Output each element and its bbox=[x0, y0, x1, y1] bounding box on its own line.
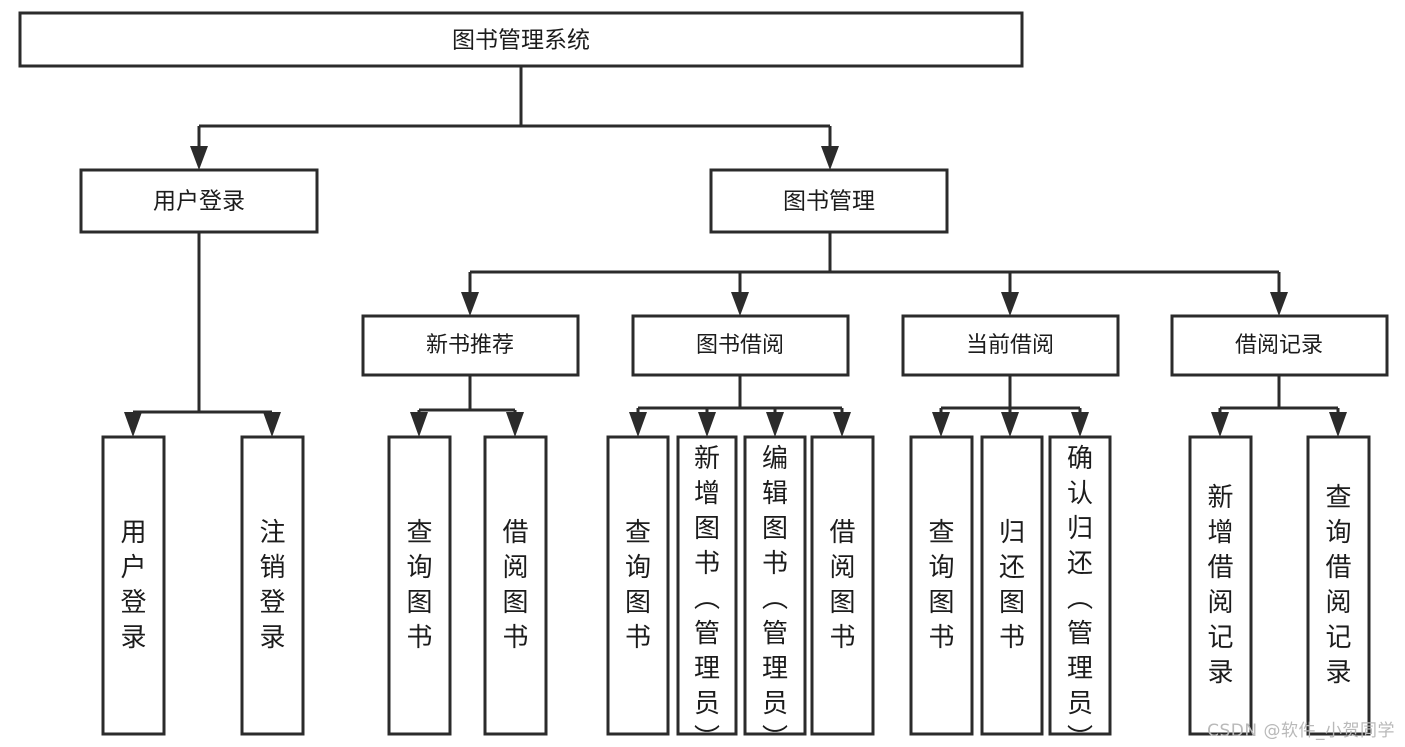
leaf-layer: 用户登录 注销登录 查询图书 借阅图书 查询图书 新增图书︵管理员︶ 编辑图书︵管理员︶ 借阅… bbox=[101, 435, 1371, 747]
leaf-query-book-2-box[interactable] bbox=[606, 435, 670, 736]
leaf-borrow-book-1-box[interactable] bbox=[483, 435, 548, 736]
arrowhead-leaf-add-book bbox=[698, 412, 716, 437]
arrowhead-book-borrow bbox=[731, 292, 749, 316]
leaf-query-book-3-box[interactable] bbox=[909, 435, 974, 736]
leaf-query-book-2-label: 查询图书 bbox=[625, 518, 651, 653]
node-book-manage[interactable]: 图书管理 bbox=[709, 168, 949, 234]
leaf-add-book-box[interactable] bbox=[676, 435, 738, 736]
leaf-confirm-return-box[interactable] bbox=[1048, 435, 1112, 736]
leaf-query-book-1-box[interactable] bbox=[387, 435, 452, 736]
leaf-user-login-label: 用户登录 bbox=[120, 518, 146, 653]
arrowhead-leaf-query-book-3 bbox=[932, 412, 950, 437]
arrowhead-leaf-user-login bbox=[124, 412, 142, 437]
arrowhead-current-borrow bbox=[1001, 292, 1019, 316]
new-book-recommend-box[interactable] bbox=[361, 314, 580, 377]
node-new-book-recommend[interactable]: 新书推荐 bbox=[361, 314, 580, 377]
arrowhead-leaf-query-book-1 bbox=[410, 412, 428, 437]
node-leaf-query-book-3[interactable]: 查询图书 bbox=[909, 435, 974, 736]
node-leaf-add-book[interactable]: 新增图书︵管理员︶ bbox=[676, 435, 738, 747]
leaf-add-record-box[interactable] bbox=[1188, 435, 1253, 736]
node-leaf-return-book[interactable]: 归还图书 bbox=[980, 435, 1044, 736]
arrowhead-new-book-recommend bbox=[461, 292, 479, 316]
arrowhead-leaf-borrow-book-2 bbox=[833, 412, 851, 437]
current-borrow-box[interactable] bbox=[901, 314, 1120, 377]
node-leaf-edit-book[interactable]: 编辑图书︵管理员︶ bbox=[743, 435, 807, 747]
borrow-record-box[interactable] bbox=[1170, 314, 1389, 377]
leaf-return-book-box[interactable] bbox=[980, 435, 1044, 736]
node-leaf-query-book-2[interactable]: 查询图书 bbox=[606, 435, 670, 736]
leaf-user-login-box[interactable] bbox=[101, 435, 166, 736]
root-label: 图书管理系统 bbox=[452, 28, 590, 54]
leaf-edit-book-box[interactable] bbox=[743, 435, 807, 736]
book-manage-box[interactable] bbox=[709, 168, 949, 234]
leaf-query-book-3-label: 查询图书 bbox=[928, 518, 954, 653]
arrowhead-book-manage bbox=[821, 146, 839, 170]
leaf-borrow-book-2-box[interactable] bbox=[810, 435, 875, 736]
leaf-add-book-label: 新增图书︵管理员︶ bbox=[694, 444, 720, 747]
arrowhead-leaf-add-record bbox=[1211, 412, 1229, 437]
leaf-logout-label: 注销登录 bbox=[259, 518, 285, 653]
arrowhead-user-login bbox=[190, 146, 208, 170]
user-login-label: 用户登录 bbox=[153, 189, 245, 215]
root-box[interactable] bbox=[18, 11, 1024, 68]
leaf-logout-box[interactable] bbox=[240, 435, 305, 736]
leaf-query-record-label: 查询借阅记录 bbox=[1325, 483, 1351, 688]
user-login-box[interactable] bbox=[79, 168, 319, 234]
leaf-edit-book-label: 编辑图书︵管理员︶ bbox=[762, 444, 788, 747]
arrowhead-leaf-return-book bbox=[1001, 412, 1019, 437]
arrowhead-borrow-record bbox=[1270, 292, 1288, 316]
book-manage-label: 图书管理 bbox=[783, 189, 875, 215]
node-borrow-record[interactable]: 借阅记录 bbox=[1170, 314, 1389, 377]
connector-layer bbox=[124, 66, 1347, 437]
node-book-borrow[interactable]: 图书借阅 bbox=[631, 314, 850, 377]
arrowhead-leaf-edit-book bbox=[766, 412, 784, 437]
new-book-recommend-label: 新书推荐 bbox=[426, 333, 514, 358]
node-leaf-add-record[interactable]: 新增借阅记录 bbox=[1188, 435, 1253, 736]
current-borrow-label: 当前借阅 bbox=[966, 333, 1054, 358]
leaf-add-record-label: 新增借阅记录 bbox=[1207, 483, 1233, 688]
book-borrow-box[interactable] bbox=[631, 314, 850, 377]
node-leaf-logout[interactable]: 注销登录 bbox=[240, 435, 305, 736]
node-leaf-borrow-book-1[interactable]: 借阅图书 bbox=[483, 435, 548, 736]
arrowhead-leaf-query-book-2 bbox=[629, 412, 647, 437]
node-leaf-user-login[interactable]: 用户登录 bbox=[101, 435, 166, 736]
arrowhead-leaf-query-record bbox=[1329, 412, 1347, 437]
node-leaf-query-record[interactable]: 查询借阅记录 bbox=[1306, 435, 1371, 736]
book-borrow-label: 图书借阅 bbox=[696, 333, 784, 358]
leaf-confirm-return-label: 确认归还︵管理员︶ bbox=[1067, 444, 1093, 747]
leaf-borrow-book-2-label: 借阅图书 bbox=[829, 518, 855, 653]
arrowhead-leaf-borrow-book-1 bbox=[506, 412, 524, 437]
arrowhead-leaf-confirm-return bbox=[1071, 412, 1089, 437]
borrow-record-label: 借阅记录 bbox=[1235, 333, 1323, 358]
leaf-query-record-box[interactable] bbox=[1306, 435, 1371, 736]
leaf-borrow-book-1-label: 借阅图书 bbox=[502, 518, 528, 653]
node-leaf-confirm-return[interactable]: 确认归还︵管理员︶ bbox=[1048, 435, 1112, 747]
node-current-borrow[interactable]: 当前借阅 bbox=[901, 314, 1120, 377]
leaf-return-book-label: 归还图书 bbox=[999, 518, 1025, 653]
node-leaf-query-book-1[interactable]: 查询图书 bbox=[387, 435, 452, 736]
leaf-query-book-1-label: 查询图书 bbox=[406, 518, 432, 653]
arrowhead-leaf-logout bbox=[263, 412, 281, 437]
node-user-login[interactable]: 用户登录 bbox=[79, 168, 319, 234]
node-root[interactable]: 图书管理系统 bbox=[18, 11, 1024, 68]
node-leaf-borrow-book-2[interactable]: 借阅图书 bbox=[810, 435, 875, 736]
